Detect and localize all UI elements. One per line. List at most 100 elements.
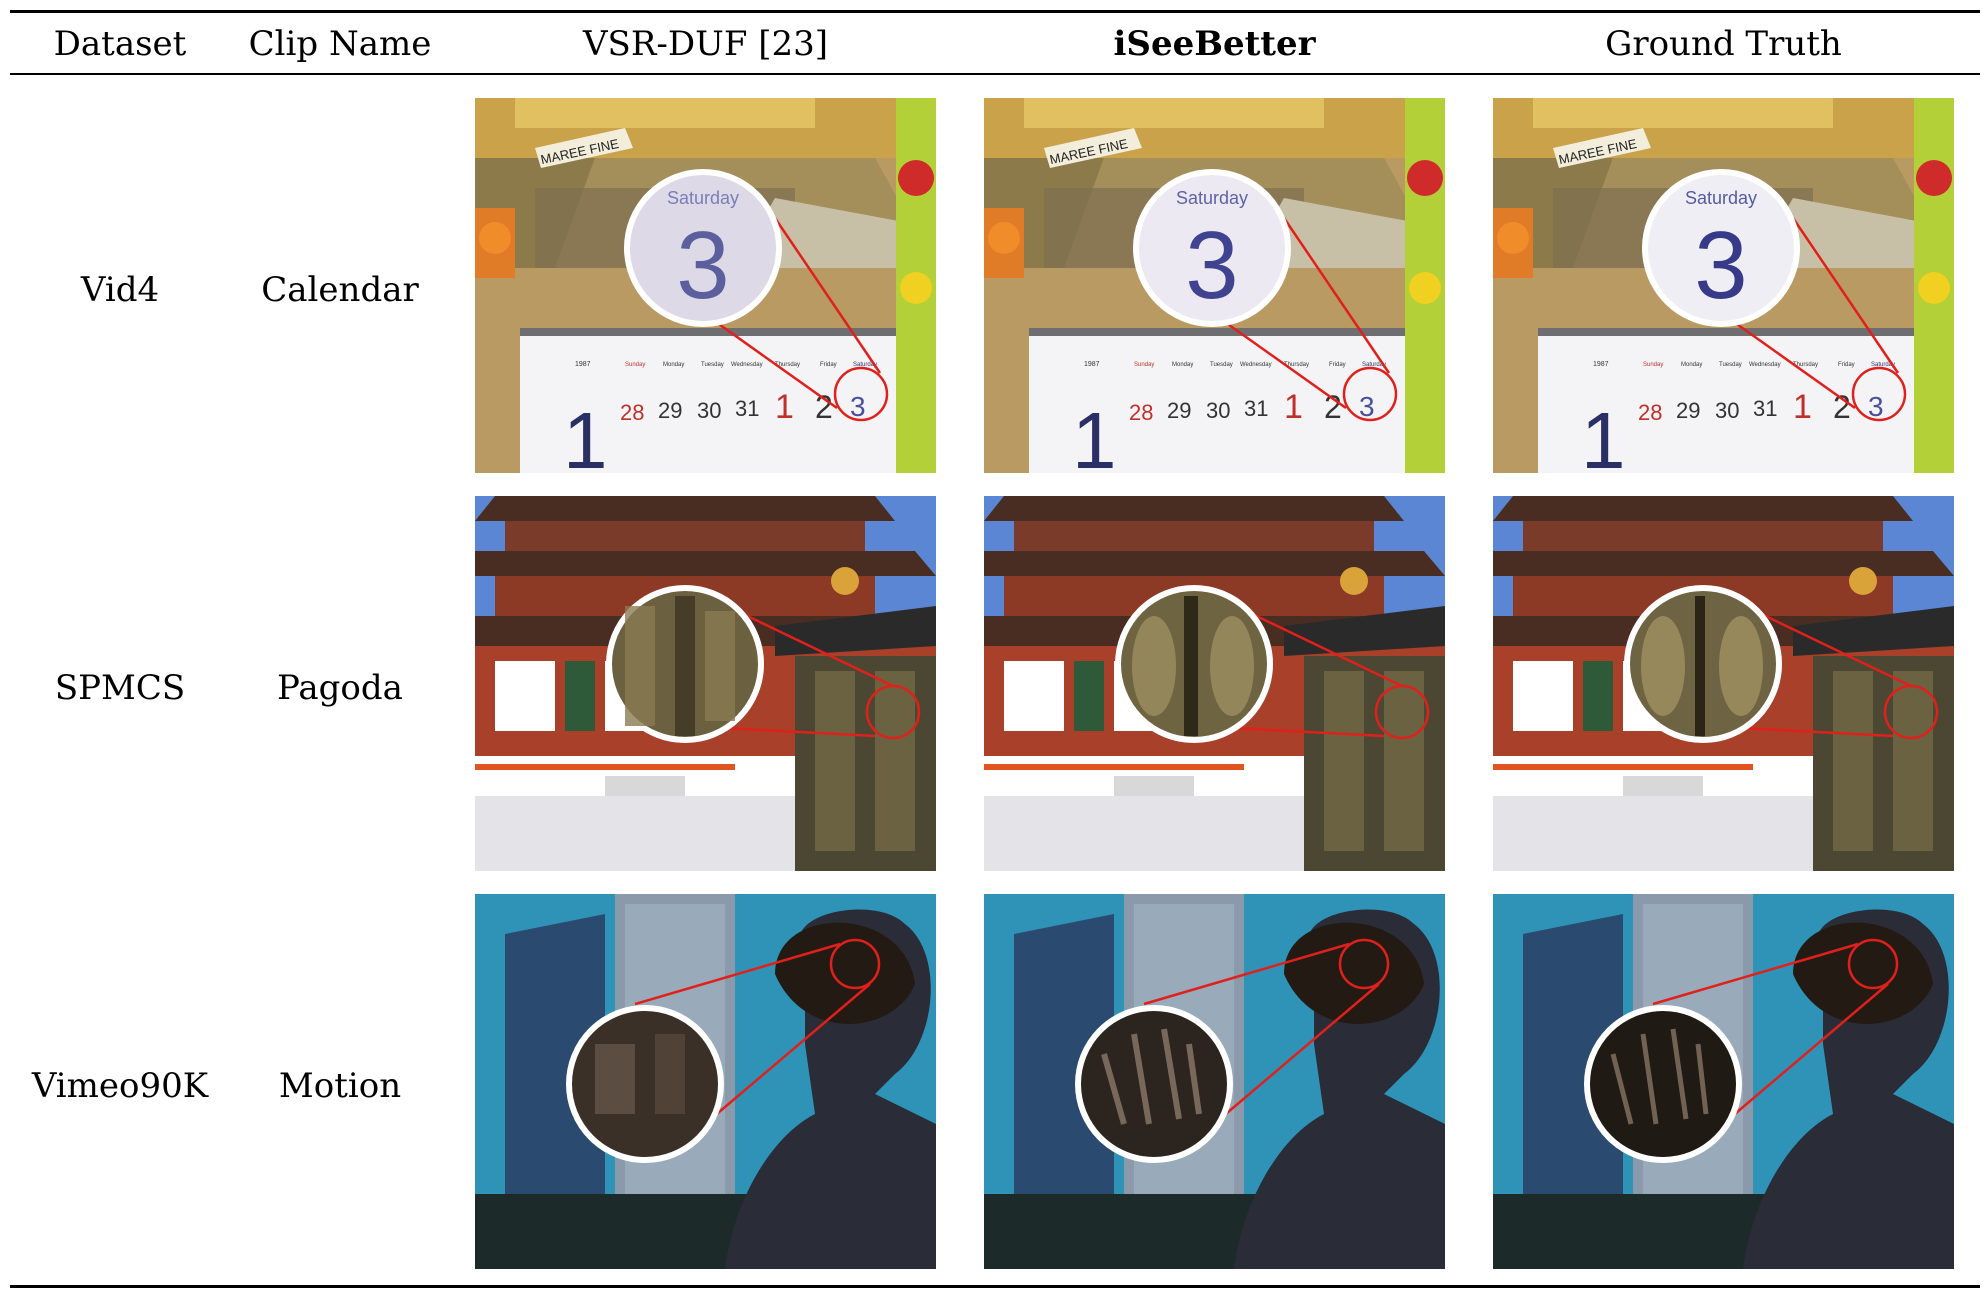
row-spmcs-dataset: SPMCS [54,668,186,708]
calendar-ground-truth-image: MAREE FINE 1987 1 Sunday Monday Tuesday … [1493,98,1954,473]
pagoda-vsr-duf-image [475,496,936,871]
date-29: 29 [1676,398,1700,423]
month-digit: 1 [1581,396,1626,473]
weekday-monday: Monday [1172,362,1193,368]
date-1: 1 [1793,388,1812,426]
date-31: 31 [1244,396,1268,421]
weekday-friday: Friday [820,362,837,368]
calendar-scene: MAREE FINE 1987 1 Sunday Monday Tuesday … [984,98,1445,473]
date-1: 1 [775,388,794,426]
date-29: 29 [1167,398,1191,423]
weekday-sunday: Sunday [625,362,645,368]
date-2: 2 [1833,389,1851,425]
motion-ground-truth-image [1493,894,1954,1269]
date-28: 28 [1638,400,1662,425]
row-vid4-dataset: Vid4 [80,270,160,310]
date-31: 31 [735,396,759,421]
motion-scene [984,894,1445,1269]
motion-scene [475,894,936,1269]
callout-ring [829,938,881,990]
date-28: 28 [620,400,644,425]
date-3: 3 [850,391,866,422]
date-31: 31 [1753,396,1777,421]
pagoda-scene [1493,496,1954,871]
weekday-tuesday: Tuesday [1210,362,1233,368]
callout-line [1282,217,1391,374]
callout-line [1143,942,1350,1006]
magnified-digit: 3 [1185,212,1238,319]
header-vsr-duf: VSR-DUF [23] [582,24,829,64]
magnifier-circle [1133,169,1291,327]
callout-ring [1847,938,1899,990]
magnifier-circle [1075,1005,1233,1163]
calendar-scene: MAREE FINE 1987 1 Sunday Monday Tuesday … [475,98,936,473]
weekday-friday: Friday [1838,362,1855,368]
pagoda-scene [984,496,1445,871]
callout-line [1213,983,1380,1125]
callout-line [1652,942,1859,1006]
weekday-saturday: Saturday [1362,362,1386,368]
callout-ring [1342,366,1398,422]
pagoda-scene [475,496,936,871]
date-1: 1 [1284,388,1303,426]
date-28: 28 [1129,400,1153,425]
weekday-tuesday: Tuesday [1719,362,1742,368]
calendar-iseebetter-image: MAREE FINE 1987 1 Sunday Monday Tuesday … [984,98,1445,473]
magnified-day: Saturday [667,188,739,208]
magnified-digit: 3 [1694,212,1747,319]
weekday-tuesday: Tuesday [701,362,724,368]
magnifier-circle [624,169,782,327]
magnified-digit: 3 [676,212,729,319]
callout-line [1722,983,1889,1125]
month-digit: 1 [1072,396,1117,473]
weekday-thursday: Thursday [1284,362,1309,368]
month-digit: 1 [563,396,608,473]
magnified-day: Saturday [1685,188,1757,208]
weekday-sunday: Sunday [1643,362,1663,368]
date-30: 30 [697,398,721,423]
pagoda-ground-truth-image [1493,496,1954,871]
date-3: 3 [1359,391,1375,422]
weekday-saturday: Saturday [1871,362,1895,368]
year-label: 1987 [1593,361,1609,368]
weekday-wednesday: Wednesday [1749,362,1781,368]
date-3: 3 [1868,391,1884,422]
weekday-monday: Monday [663,362,684,368]
header-iseebetter: iSeeBetter [1113,24,1316,64]
weekday-saturday: Saturday [853,362,877,368]
callout-line [634,942,841,1006]
bottom-rule [10,1285,1980,1288]
date-2: 2 [815,389,833,425]
calendar-vsr-duf-image: MAREE FINE 1987 1 Sunday Monday Tuesday … [475,98,936,473]
weekday-thursday: Thursday [1793,362,1818,368]
top-rule [10,10,1980,13]
callout-ring [833,366,889,422]
header-dataset: Dataset [53,24,187,64]
row-vimeo90k-clip: Motion [278,1066,402,1106]
weekday-sunday: Sunday [1134,362,1154,368]
motion-scene [1493,894,1954,1269]
header-ground-truth: Ground Truth [1605,24,1842,64]
weekday-wednesday: Wednesday [1240,362,1272,368]
row-vid4-clip: Calendar [261,270,419,310]
weekday-wednesday: Wednesday [731,362,763,368]
year-label: 1987 [575,361,591,368]
header-rule [10,73,1980,75]
date-30: 30 [1206,398,1230,423]
date-30: 30 [1715,398,1739,423]
calendar-scene: MAREE FINE 1987 1 Sunday Monday Tuesday … [1493,98,1954,473]
callout-line [704,983,871,1125]
row-vimeo90k-dataset: Vimeo90K [31,1066,209,1106]
weekday-friday: Friday [1329,362,1346,368]
date-29: 29 [658,398,682,423]
header-clip-name: Clip Name [248,24,432,64]
callout-ring [1338,938,1390,990]
date-2: 2 [1324,389,1342,425]
weekday-thursday: Thursday [775,362,800,368]
callout-line [773,217,882,374]
magnifier-circle [1584,1005,1742,1163]
callout-ring [1851,366,1907,422]
motion-vsr-duf-image [475,894,936,1269]
magnifier-circle [566,1005,724,1163]
row-spmcs-clip: Pagoda [277,668,403,708]
